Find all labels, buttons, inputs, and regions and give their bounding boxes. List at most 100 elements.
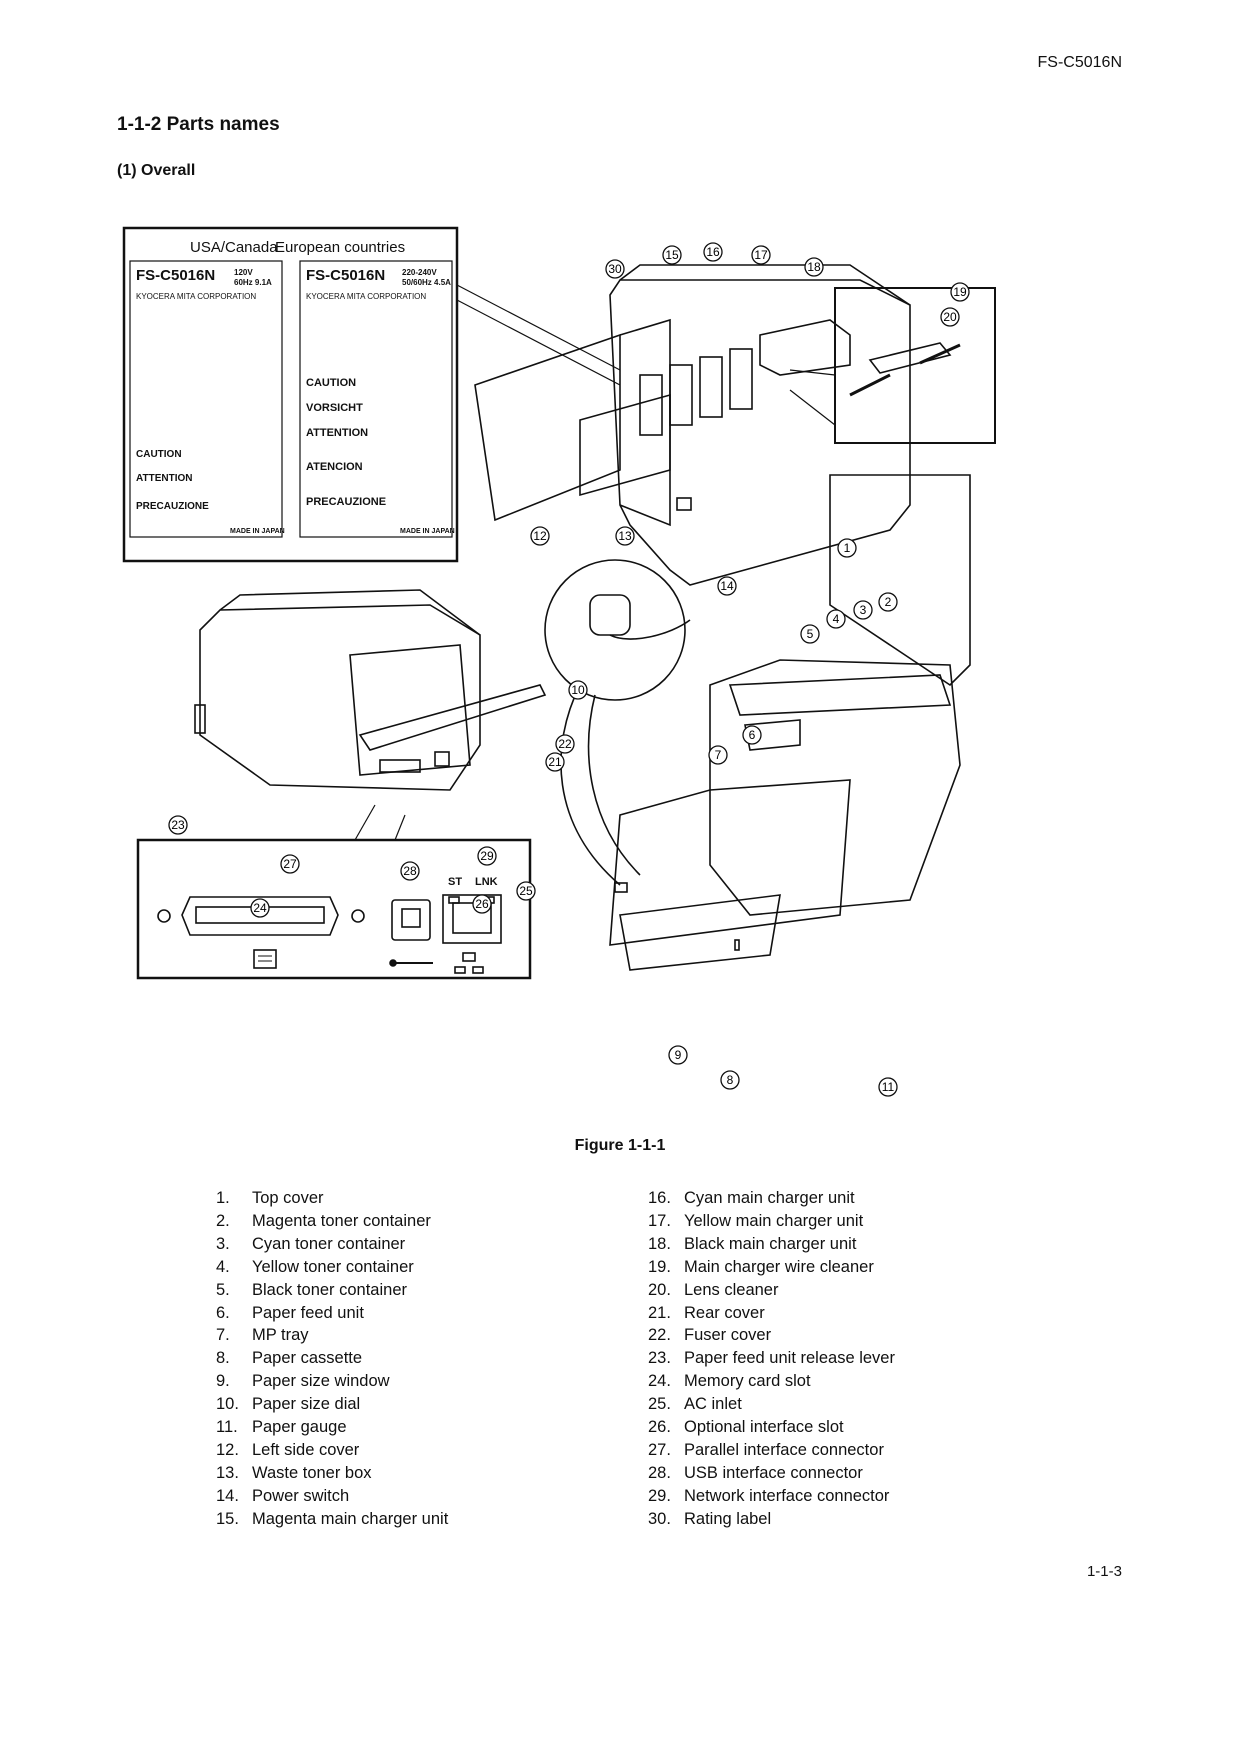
- callout-23: 23: [168, 815, 188, 835]
- part-name: Waste toner box: [252, 1463, 372, 1482]
- callout-12: 12: [530, 526, 550, 546]
- callout-25: 25: [516, 881, 536, 901]
- left-side-cover-open: [474, 333, 621, 522]
- callout-label: 14: [720, 579, 734, 593]
- callout-label: 6: [749, 728, 756, 742]
- part-number: 6.: [216, 1303, 230, 1322]
- usa-label-heading: USA/Canada: [190, 239, 278, 256]
- part-number: 21.: [648, 1303, 671, 1322]
- callout-26: 26: [472, 894, 492, 914]
- callout-label: 20: [943, 310, 957, 324]
- usb-b-connector: [391, 899, 431, 941]
- part-number: 5.: [216, 1280, 230, 1299]
- part-name: Paper size window: [252, 1372, 390, 1391]
- callout-label: 10: [571, 683, 585, 697]
- callout-label: 8: [727, 1073, 734, 1087]
- usa-label: [129, 260, 283, 538]
- eu-label-heading: European countries: [275, 239, 405, 256]
- callout-14: 14: [717, 576, 737, 596]
- callout-label: 27: [283, 857, 297, 871]
- toner-containers: [728, 674, 952, 716]
- part-name: Parallel interface connector: [684, 1440, 884, 1459]
- callout-label: 18: [807, 260, 821, 274]
- callout-label: 1: [844, 541, 851, 555]
- part-number: 4.: [216, 1257, 230, 1276]
- part-name: Yellow main charger unit: [684, 1211, 864, 1230]
- part-name: Network interface connector: [684, 1486, 890, 1505]
- parts-list-item: 10.Paper size dial: [216, 1393, 448, 1416]
- subsection-title: (1) Overall: [117, 162, 196, 179]
- callout-20: 20: [940, 307, 960, 327]
- callout-label: 26: [475, 897, 489, 911]
- callout-17: 17: [751, 245, 771, 265]
- usa-maker: KYOCERA MITA CORPORATION: [136, 292, 256, 301]
- callout-label: 15: [665, 248, 679, 262]
- part-number: 3.: [216, 1234, 230, 1253]
- part-number: 2.: [216, 1211, 230, 1230]
- usa-precauzione: PRECAUZIONE: [136, 501, 209, 512]
- part-name: Rating label: [684, 1509, 772, 1528]
- part-name: USB interface connector: [684, 1463, 863, 1482]
- part-number: 13.: [216, 1463, 239, 1482]
- part-name: Fuser cover: [684, 1326, 772, 1345]
- printer-illustration: USA/Canada European countries FS-C5016N …: [122, 226, 996, 1097]
- callout-28: 28: [400, 861, 420, 881]
- part-number: 28.: [648, 1463, 671, 1482]
- parts-list-item: 3.Cyan toner container: [216, 1233, 448, 1256]
- top-cover-open: [829, 474, 971, 687]
- part-name: Paper gauge: [252, 1418, 347, 1437]
- part-name: Magenta main charger unit: [252, 1509, 449, 1528]
- callout-21: 21: [545, 752, 565, 772]
- part-number: 1.: [216, 1189, 230, 1207]
- callout-label: 3: [860, 603, 867, 617]
- callout-6: 6: [742, 725, 762, 745]
- eu-rating-1: 220-240V: [402, 268, 437, 277]
- part-number: 26.: [648, 1418, 671, 1437]
- part-name: MP tray: [252, 1326, 309, 1345]
- rj45-connector: [442, 894, 502, 944]
- part-name: Rear cover: [684, 1303, 765, 1322]
- st-led-label: ST: [448, 876, 462, 888]
- part-name: Lens cleaner: [684, 1280, 779, 1299]
- usa-rating-1: 120V: [234, 268, 253, 277]
- eu-attention: ATTENTION: [306, 427, 368, 439]
- part-number: 11.: [216, 1418, 238, 1437]
- callout-29: 29: [477, 846, 497, 866]
- callout-label: 9: [675, 1048, 682, 1062]
- eu-made-in: MADE IN JAPAN: [400, 528, 455, 535]
- parts-list-item: 16.Cyan main charger unit: [648, 1187, 895, 1210]
- callout-label: 17: [754, 248, 768, 262]
- usa-caution: CAUTION: [136, 449, 182, 460]
- mp-tray: [609, 779, 851, 946]
- part-name: Black toner container: [252, 1280, 408, 1299]
- parts-list-item: 19.Main charger wire cleaner: [648, 1256, 895, 1279]
- parts-list-item: 2.Magenta toner container: [216, 1210, 448, 1233]
- eu-label: [299, 260, 453, 538]
- callout-19: 19: [950, 282, 970, 302]
- callout-label: 5: [807, 627, 814, 641]
- eu-precauzione: PRECAUZIONE: [306, 496, 386, 508]
- parts-list-item: 29.Network interface connector: [648, 1485, 895, 1508]
- callout-2: 2: [878, 592, 898, 612]
- part-name: Cyan main charger unit: [684, 1189, 855, 1207]
- part-name: Memory card slot: [684, 1372, 811, 1391]
- callout-8: 8: [720, 1070, 740, 1090]
- callout-18: 18: [804, 257, 824, 277]
- part-number: 8.: [216, 1349, 230, 1368]
- callout-label: 2: [885, 595, 892, 609]
- ac-inlet: [434, 751, 450, 767]
- parts-list-item: 22.Fuser cover: [648, 1324, 895, 1347]
- callout-4: 4: [826, 609, 846, 629]
- callout-label: 24: [253, 901, 267, 915]
- page-number: 1-1-3: [1086, 1563, 1122, 1580]
- eu-caution: CAUTION: [306, 377, 356, 389]
- callout-label: 25: [519, 884, 533, 898]
- part-number: 24.: [648, 1372, 671, 1391]
- callout-label: 16: [706, 245, 720, 259]
- callout-label: 30: [608, 262, 622, 276]
- part-number: 25.: [648, 1395, 671, 1414]
- callout-label: 19: [953, 285, 967, 299]
- callout-24: 24: [250, 898, 270, 918]
- part-number: 12.: [216, 1440, 239, 1459]
